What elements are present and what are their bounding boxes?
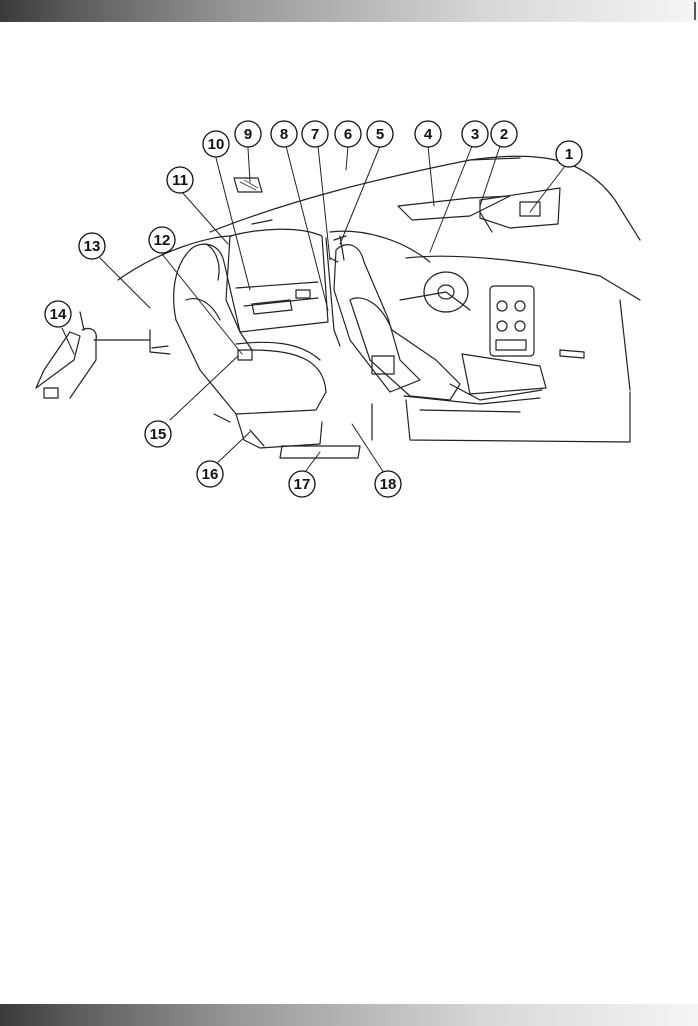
callout-9: 9 [234,120,262,148]
callout-18: 18 [374,470,402,498]
footer-gradient-bar [0,1004,698,1026]
callout-16: 16 [196,460,224,488]
callout-5: 5 [366,120,394,148]
callout-2: 2 [490,120,518,148]
rear-side-trim [35,311,151,399]
callout-6: 6 [334,120,362,148]
svg-text:18: 18 [380,476,397,493]
callout-13: 13 [78,232,106,260]
svg-text:14: 14 [50,306,67,323]
header-gradient-bar [0,0,698,22]
assist-grip [251,219,273,225]
floor-carpet [213,403,373,459]
svg-text:2: 2 [500,126,508,143]
svg-text:5: 5 [376,126,384,143]
svg-text:9: 9 [244,126,252,143]
door-edge-curve [117,235,233,281]
svg-text:13: 13 [84,238,101,255]
rear-door [225,228,329,333]
svg-text:15: 15 [150,426,167,443]
callout-14: 14 [44,300,72,328]
svg-text:4: 4 [424,126,433,143]
front-seats [333,244,547,413]
svg-text:10: 10 [208,136,225,153]
svg-text:6: 6 [344,126,352,143]
callout-1: 1 [555,140,583,168]
dashboard [399,255,641,443]
callout-17: 17 [288,470,316,498]
svg-text:3: 3 [471,126,479,143]
svg-text:12: 12 [154,232,171,249]
rear-seat [149,243,327,449]
callout-15: 15 [144,420,172,448]
callout-11: 11 [166,166,194,194]
svg-text:1: 1 [565,146,573,163]
callout-12: 12 [148,226,176,254]
svg-text:8: 8 [280,126,288,143]
sun-visor-assembly [397,187,561,233]
svg-text:17: 17 [294,476,311,493]
callout-4: 4 [414,120,442,148]
roof-outline [209,155,641,263]
dome-light [233,177,263,193]
callout-3: 3 [461,120,489,148]
callout-10: 10 [202,130,230,158]
pillars [325,235,347,347]
callout-8: 8 [270,120,298,148]
svg-text:7: 7 [311,126,319,143]
svg-text:16: 16 [202,466,219,483]
callout-7: 7 [301,120,329,148]
svg-text:11: 11 [172,172,188,189]
